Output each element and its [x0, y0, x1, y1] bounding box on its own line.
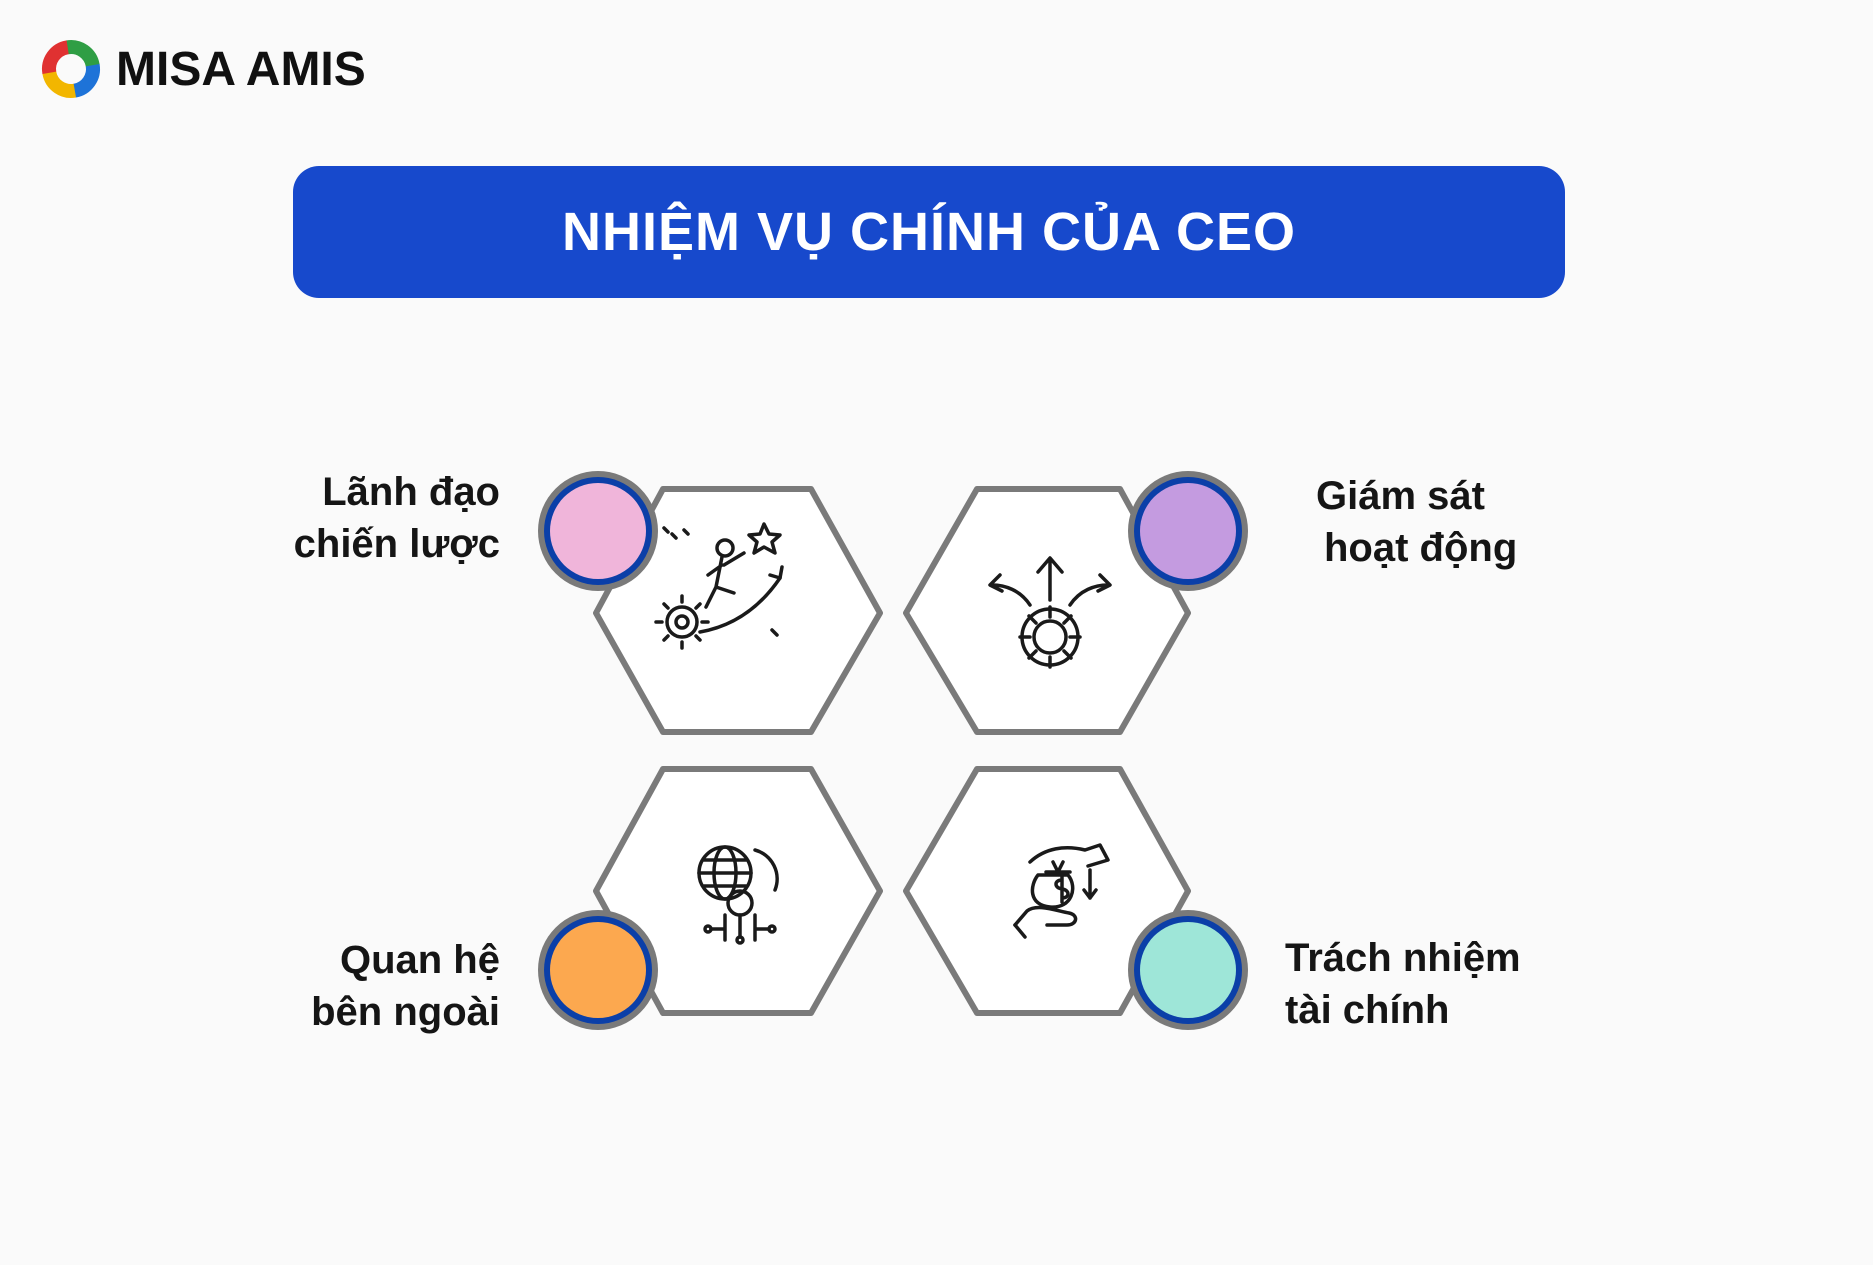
- money-hand-icon: [1013, 843, 1110, 939]
- circle-external-relations: [538, 910, 658, 1030]
- circle-financial-responsibility: [1128, 910, 1248, 1030]
- label-line: Giám sát: [1316, 474, 1485, 518]
- label-line: bên ngoài: [311, 990, 500, 1034]
- label-operations-oversight: Giám sát hoạt động: [1310, 470, 1550, 574]
- climbing-growth-icon: [654, 522, 784, 650]
- label-line: hoạt động: [1324, 526, 1518, 570]
- label-external-relations: Quan hệ bên ngoài: [311, 934, 500, 1038]
- label-financial-responsibility: Trách nhiệm tài chính: [1285, 932, 1521, 1036]
- circle-operations-oversight: [1128, 471, 1248, 591]
- hexagon-top-left: [593, 486, 883, 735]
- task-circles: [538, 471, 1248, 1030]
- misa-logo-icon: [42, 40, 100, 98]
- label-line: Trách nhiệm: [1285, 936, 1521, 980]
- label-line: Quan hệ: [339, 938, 500, 982]
- globe-network-icon: [697, 845, 779, 945]
- label-line: Lãnh đạo: [322, 470, 500, 514]
- label-line: tài chính: [1285, 988, 1450, 1032]
- page-title: NHIỆM VỤ CHÍNH CỦA CEO: [561, 202, 1297, 262]
- brand-logo: MISA AMIS: [40, 38, 366, 100]
- hexagon-bottom-right: [903, 766, 1191, 1016]
- label-line: chiến lược: [293, 522, 500, 566]
- brand-name: MISA AMIS: [116, 42, 366, 96]
- circle-strategic-leadership: [538, 471, 658, 591]
- gear-directions-icon: [988, 556, 1112, 669]
- title-bar: NHIỆM VỤ CHÍNH CỦA CEO: [293, 166, 1565, 298]
- label-strategic-leadership: Lãnh đạo chiến lược: [294, 466, 500, 570]
